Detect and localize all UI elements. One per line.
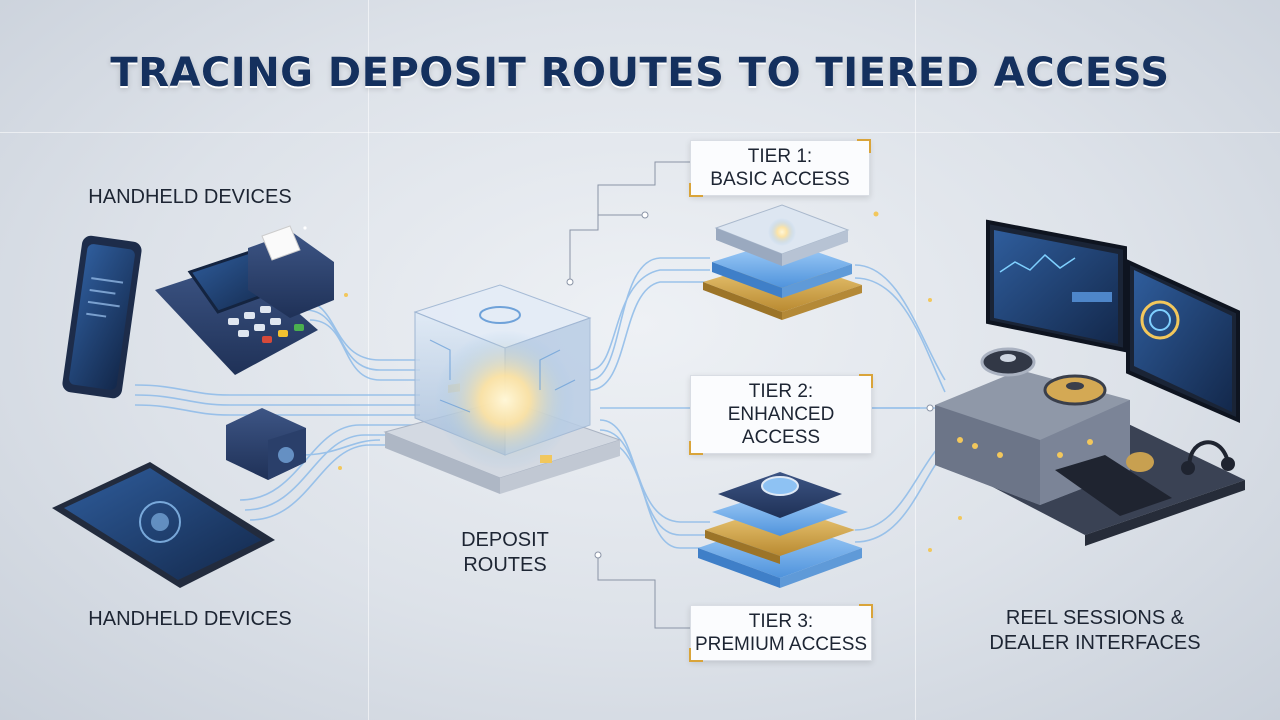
grid-divider (0, 132, 1280, 133)
deposit-routes-line2: ROUTES (463, 554, 547, 576)
handheld-devices-label-bottom: HANDHELD DEVICES (88, 608, 292, 630)
smartphone-device (62, 235, 142, 399)
reel-sessions-line1: REEL SESSIONS & (1005, 607, 1185, 629)
tier-3-title: TIER 3: (748, 611, 814, 632)
handheld-devices-label-top: HANDHELD DEVICES (88, 186, 292, 208)
tier1-stack (703, 204, 862, 320)
tier-1-title: TIER 1: (747, 146, 813, 167)
tier-connectors (566, 161, 934, 629)
tier-3-label: TIER 3: PREMIUM ACCESS (689, 604, 873, 662)
pos-terminal-device (155, 225, 334, 375)
tier-2-title: TIER 2: (748, 381, 814, 402)
reel-sessions-line2: DEALER INTERFACES (989, 632, 1201, 654)
dealer-workstation (935, 219, 1245, 546)
tier-2-subtitle: ENHANCED ACCESS (727, 404, 835, 448)
tier-1-label: TIER 1: BASIC ACCESS (689, 139, 871, 197)
grid-divider (915, 0, 916, 720)
grid-divider (368, 0, 369, 720)
deposit-routes-line1: DEPOSIT (461, 529, 549, 551)
deposit-route-lines (134, 299, 420, 521)
tier-1-subtitle: BASIC ACCESS (710, 169, 850, 190)
tier3-stack (698, 472, 862, 588)
tier-2-label: TIER 2: ENHANCED ACCESS (689, 374, 873, 455)
page-title: TRACING DEPOSIT ROUTES TO TIERED ACCESS (110, 50, 1170, 96)
deposit-core-cube (383, 284, 622, 494)
card-reader-device (226, 408, 306, 480)
tablet-device (52, 462, 275, 588)
reel-sessions-label: REEL SESSIONS & DEALER INTERFACES (960, 606, 1230, 656)
deposit-routes-label: DEPOSIT ROUTES (420, 528, 590, 578)
sparkles (303, 211, 962, 552)
tier-3-subtitle: PREMIUM ACCESS (694, 634, 868, 655)
